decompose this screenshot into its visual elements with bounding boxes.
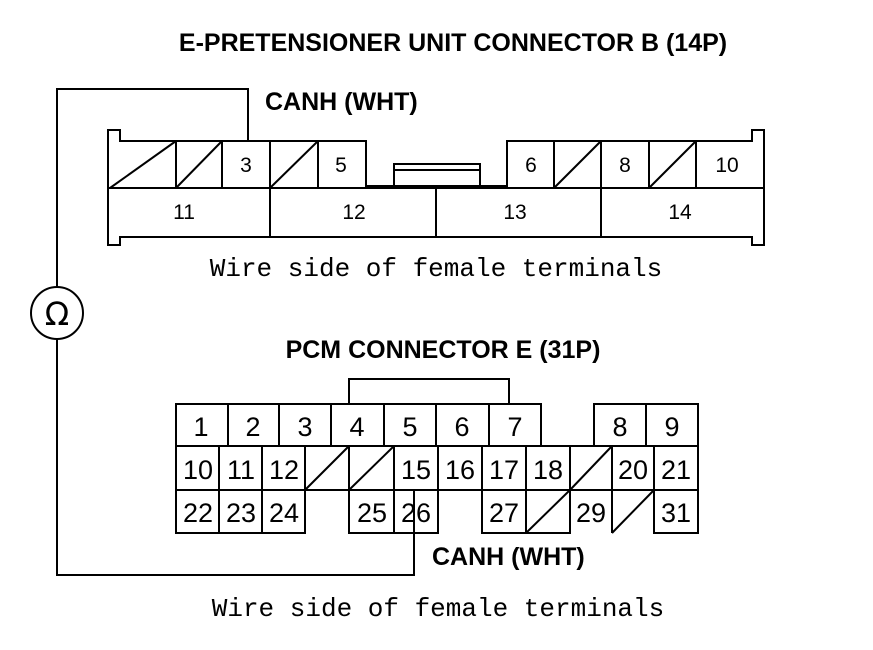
blank-cavity — [611, 489, 655, 534]
blank-cavity — [175, 140, 223, 189]
pin-b-12: 12 — [342, 201, 365, 224]
pin-e-8: 8 — [612, 412, 627, 442]
pin-e-5: 5 — [402, 412, 417, 442]
pin-e-31: 31 — [661, 498, 691, 528]
pin-e-16: 16 — [445, 455, 475, 485]
pin-b-14: 14 — [668, 201, 692, 224]
pin-e-1: 1 — [193, 412, 208, 442]
pin-e-18: 18 — [533, 455, 563, 485]
pin-e-26: 26 — [401, 498, 431, 528]
pin-e-10: 10 — [183, 455, 213, 485]
pin-e-12: 12 — [269, 455, 299, 485]
connector-b-note: Wire side of female terminals — [210, 254, 662, 284]
blank-cavity — [109, 140, 177, 189]
pin-e-3: 3 — [297, 412, 312, 442]
pin-e-22: 22 — [183, 498, 213, 528]
blank-cavity — [569, 445, 613, 491]
connector-e-title: PCM CONNECTOR E (31P) — [286, 336, 601, 364]
pin-e-17: 17 — [489, 455, 519, 485]
pin-e-29: 29 — [576, 498, 606, 528]
pin-e-4: 4 — [349, 412, 364, 442]
pin-e-24: 24 — [269, 498, 299, 528]
pin-e-2: 2 — [245, 412, 260, 442]
connector-e-note: Wire side of female terminals — [212, 594, 664, 624]
connector-b-housing — [107, 129, 765, 246]
ohm-symbol: Ω — [45, 295, 69, 333]
blank-cavity — [553, 140, 602, 189]
pin-e-11: 11 — [227, 455, 255, 485]
pin-b-10: 10 — [715, 154, 738, 177]
pin-b-13: 13 — [503, 201, 526, 224]
pin-b-3: 3 — [240, 154, 252, 177]
connector-b-latch — [393, 169, 481, 187]
pin-e-27: 27 — [489, 498, 519, 528]
pin-e-20: 20 — [618, 455, 648, 485]
pin-e-15: 15 — [401, 455, 431, 485]
pin-b-5: 5 — [335, 154, 347, 177]
blank-cavity — [525, 489, 571, 534]
pin-b-11: 11 — [173, 201, 195, 224]
pin-e-7: 7 — [507, 412, 522, 442]
blank-cavity — [348, 445, 395, 491]
connector-e-probe-label: CANH (WHT) — [432, 543, 585, 571]
pin-b-8: 8 — [619, 154, 631, 177]
connector-e-body — [175, 378, 699, 534]
pin-b-6: 6 — [525, 154, 537, 177]
blank-cavity — [648, 140, 697, 189]
connector-b-body — [107, 129, 765, 246]
pin-e-23: 23 — [226, 498, 256, 528]
blank-cavity — [304, 445, 350, 491]
pin-e-21: 21 — [661, 455, 691, 485]
blank-cavity — [269, 140, 319, 189]
connector-b-probe-label: CANH (WHT) — [265, 88, 418, 116]
pin-e-25: 25 — [357, 498, 387, 528]
connector-b-title: E-PRETENSIONER UNIT CONNECTOR B (14P) — [179, 29, 727, 57]
pin-e-9: 9 — [664, 412, 679, 442]
ohmmeter-icon — [30, 286, 84, 340]
connector-e-latch — [348, 378, 510, 404]
pin-e-6: 6 — [454, 412, 469, 442]
